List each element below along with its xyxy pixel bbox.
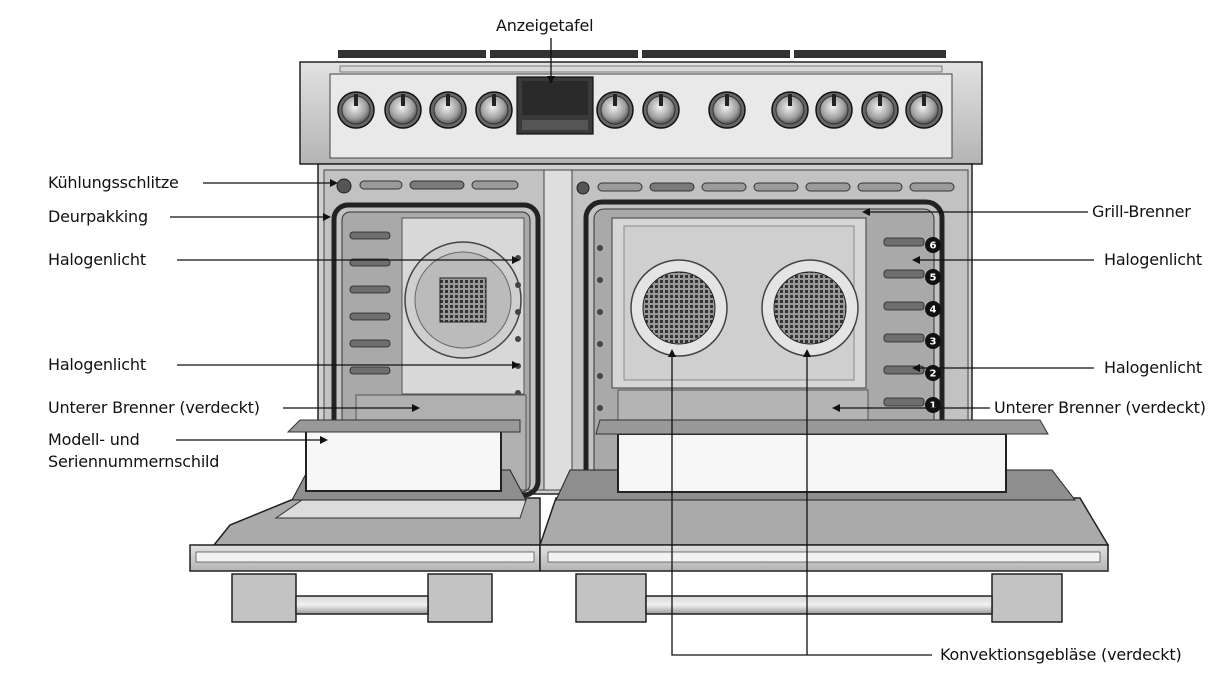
- rack-position-badge-circle: [925, 269, 941, 285]
- rack-rail-left: [349, 366, 391, 375]
- label-lower-burner-left: Unterer Brenner (verdeckt): [48, 398, 260, 417]
- right-oven-door: [538, 419, 1110, 623]
- rack-stud: [597, 309, 603, 315]
- control-knob: [905, 91, 943, 129]
- rack-rail-left: [349, 258, 391, 267]
- rack-position-badge: 5: [925, 269, 941, 285]
- rack-rail-left: [349, 312, 391, 321]
- rack-position-number: 3: [930, 337, 937, 348]
- rack-rail-left: [349, 231, 391, 240]
- rack-stud: [597, 245, 603, 251]
- rack-stud: [515, 309, 521, 315]
- label-halogen-light-left-bottom: Halogenlicht: [48, 355, 146, 374]
- rack-position-badge-circle: [925, 365, 941, 381]
- rack-stud: [597, 277, 603, 283]
- label-model-serial-plate-line2: Seriennummernschild: [48, 452, 220, 471]
- control-knob: [596, 91, 634, 129]
- control-knob: [771, 91, 809, 129]
- rack-stud: [515, 282, 521, 288]
- leader-lines: [170, 38, 1094, 656]
- rack-position-number: 1: [930, 401, 937, 412]
- label-display-panel: Anzeigetafel: [496, 16, 594, 35]
- rack-position-badge-circle: [925, 333, 941, 349]
- control-knob: [861, 91, 899, 129]
- rack-position-badge: 1: [925, 397, 941, 413]
- rack-rail-right: [883, 397, 925, 407]
- rack-position-badge: 6: [925, 237, 941, 253]
- rack-stud: [597, 373, 603, 379]
- rack-position-badge-circle: [925, 397, 941, 413]
- rack-position-badge-circle: [925, 237, 941, 253]
- rack-position-badge: 3: [925, 333, 941, 349]
- rack-stud: [515, 336, 521, 342]
- rack-stud: [597, 341, 603, 347]
- rack-position-number: 2: [930, 369, 937, 380]
- rack-position-badge-circle: [925, 301, 941, 317]
- rack-position-number: 5: [930, 273, 937, 284]
- control-knobs: [337, 91, 943, 129]
- label-grill-burner: Grill-Brenner: [1092, 202, 1191, 221]
- rack-rail-left: [349, 339, 391, 348]
- leader-arrows: [320, 76, 920, 444]
- rack-positions: 6 5 4 3 2 1: [925, 237, 941, 413]
- cooktop-grates: [338, 50, 946, 58]
- rack-position-number: 4: [930, 305, 937, 316]
- rack-rail-right: [883, 301, 925, 311]
- control-knob: [708, 91, 746, 129]
- control-knob: [642, 91, 680, 129]
- left-oven-door: [189, 419, 541, 623]
- rack-position-number: 6: [930, 241, 937, 252]
- rack-rail-right: [883, 333, 925, 343]
- control-knob: [429, 91, 467, 129]
- label-halogen-light-left-top: Halogenlicht: [48, 250, 146, 269]
- rack-rail-left: [349, 285, 391, 294]
- rack-position-badge: 4: [925, 301, 941, 317]
- label-convection-fans: Konvektionsgebläse (verdeckt): [940, 645, 1182, 664]
- cooling-vents: [336, 178, 955, 195]
- label-halogen-light-right-bottom: Halogenlicht: [1104, 358, 1202, 377]
- label-lower-burner-right: Unterer Brenner (verdeckt): [994, 398, 1206, 417]
- control-knob: [384, 91, 422, 129]
- rack-rail-right: [883, 269, 925, 279]
- control-knob: [815, 91, 853, 129]
- rack-rail-right: [883, 237, 925, 247]
- rack-position-badge: 2: [925, 365, 941, 381]
- control-knob: [337, 91, 375, 129]
- rack-stud: [597, 405, 603, 411]
- label-model-serial-plate-line1: Modell- und: [48, 430, 140, 449]
- label-halogen-light-right-top: Halogenlicht: [1104, 250, 1202, 269]
- label-cooling-slots: Kühlungsschlitze: [48, 173, 179, 192]
- control-knob: [475, 91, 513, 129]
- label-door-gasket: Deurpakking: [48, 207, 148, 226]
